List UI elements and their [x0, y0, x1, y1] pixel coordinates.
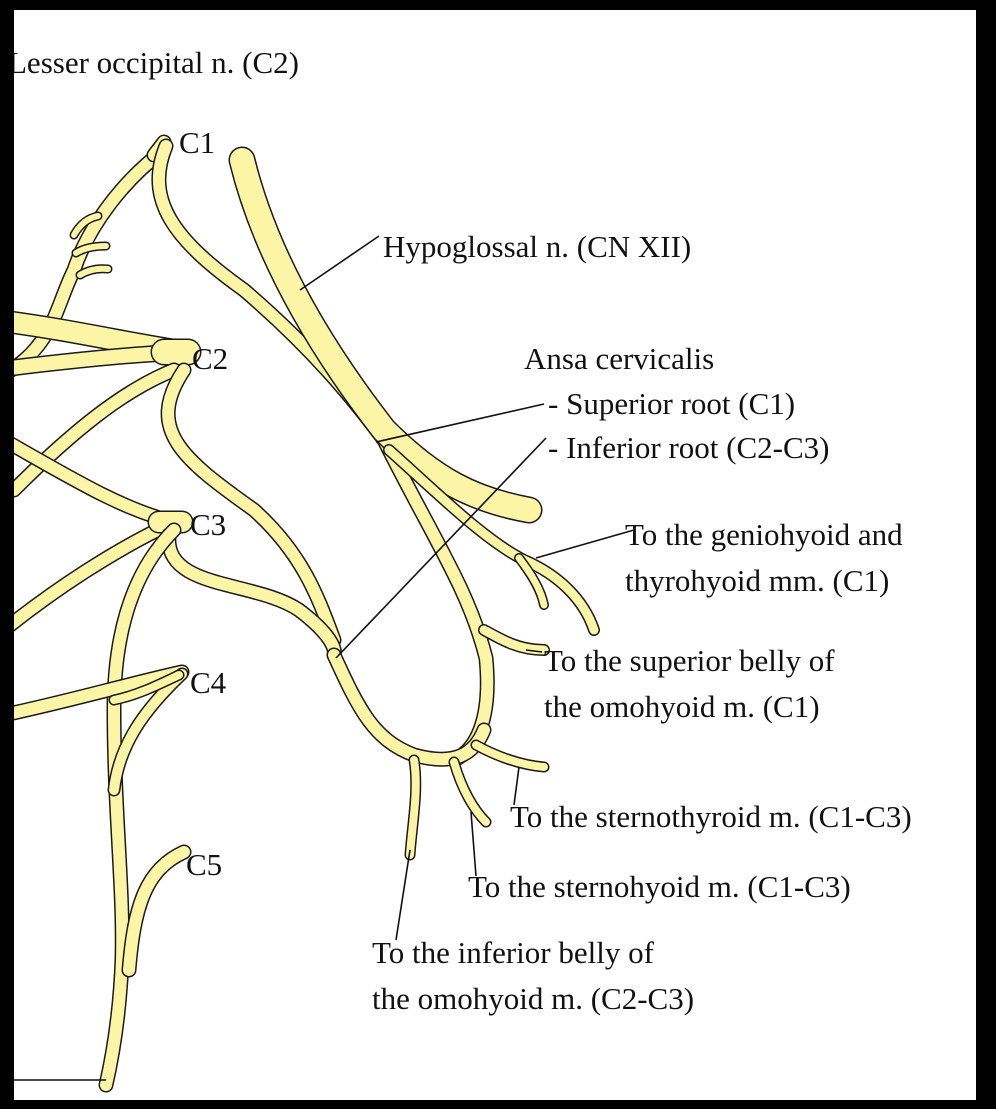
label-geniohyoid-line2: thyrohyoid mm. (C1)	[625, 562, 889, 600]
label-superior-omohyoid-line1: To the superior belly of	[544, 642, 835, 680]
diagram-panel: Lesser occipital n. (C2) C1 C2 C3 C4 C5 …	[14, 10, 976, 1100]
c3-descending-trunk	[106, 530, 174, 1085]
sup-omohyoid-branch	[484, 630, 544, 650]
leader-geniohyoid	[536, 530, 634, 558]
label-hypoglossal: Hypoglossal n. (CN XII)	[383, 228, 691, 266]
label-geniohyoid-line1: To the geniohyoid and	[625, 516, 903, 554]
label-c1: C1	[179, 124, 215, 162]
c5-nerve	[129, 852, 184, 970]
ansa-loop-nerve	[334, 655, 484, 759]
leader-superior-root	[376, 404, 544, 442]
inf-omohyoid-branch	[410, 760, 416, 855]
leader-inf-omohyoid	[396, 850, 410, 940]
label-c5: C5	[186, 846, 222, 884]
sternothyroid-branch	[476, 745, 544, 767]
leader-hypoglossal	[300, 236, 379, 290]
leader-sternohyoid	[471, 812, 476, 876]
label-ansa-cervicalis: Ansa cervicalis	[524, 340, 714, 378]
c3-lower-branch	[14, 522, 174, 630]
label-c4: C4	[190, 664, 226, 702]
c1-small-branch-3	[80, 269, 108, 275]
label-c2: C2	[192, 340, 228, 378]
label-sternohyoid: To the sternohyoid m. (C1-C3)	[468, 868, 851, 906]
label-inferior-omohyoid-line2: the omohyoid m. (C2-C3)	[372, 980, 694, 1018]
c2-to-c3-branch	[14, 370, 174, 490]
label-lesser-occipital: Lesser occipital n. (C2)	[14, 44, 299, 82]
c3-upper-branch	[14, 440, 174, 522]
label-inferior-root: - Inferior root (C2-C3)	[548, 429, 830, 467]
geniohyoid-branch	[389, 450, 594, 630]
label-superior-root: - Superior root (C1)	[548, 385, 795, 423]
c1-small-branch-2	[76, 246, 106, 253]
label-superior-omohyoid-line2: the omohyoid m. (C1)	[544, 688, 820, 726]
sternohyoid-branch	[454, 762, 486, 822]
c2-inferior-root-part	[168, 370, 334, 640]
label-c3: C3	[190, 506, 226, 544]
label-sternothyroid: To the sternothyroid m. (C1-C3)	[510, 798, 912, 836]
label-inferior-omohyoid-line1: To the inferior belly of	[372, 934, 654, 972]
